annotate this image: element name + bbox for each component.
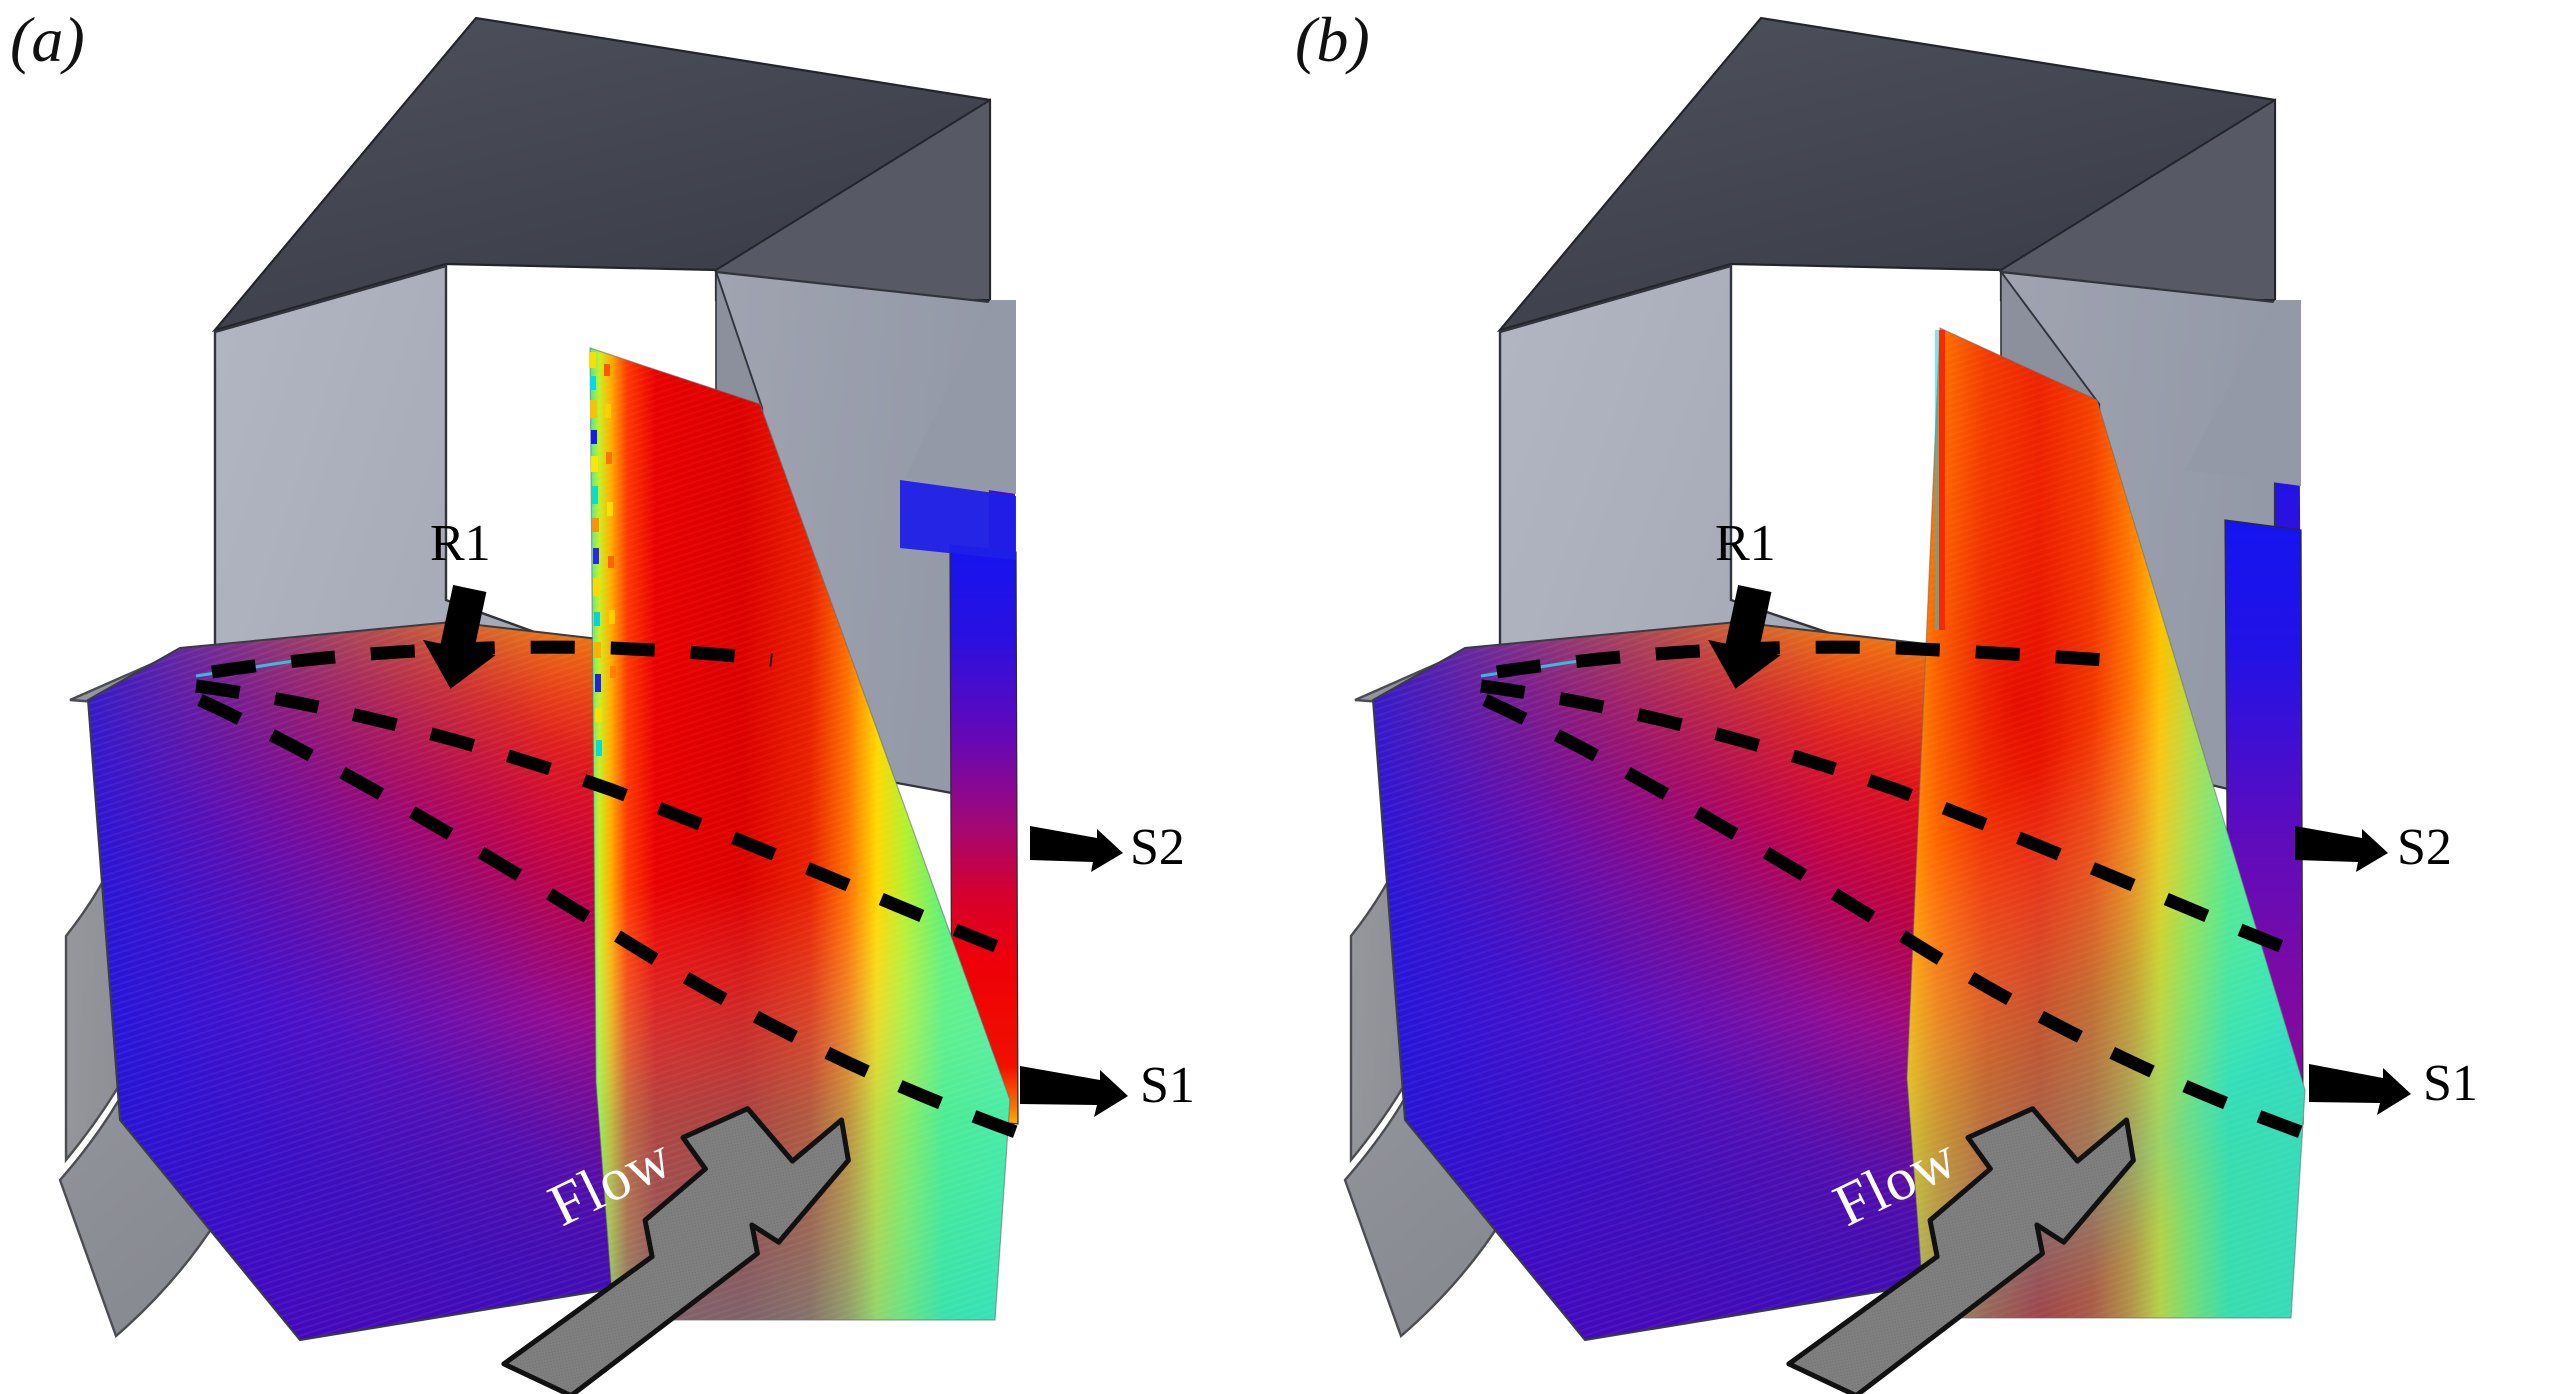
shear-layer-flecks-a [589, 352, 616, 756]
panel-a-label: (a) [10, 4, 85, 75]
dashed-line-r1-a [211, 640, 773, 679]
dashed-line-s2-b [1480, 679, 2298, 959]
r1-arrow-b [1708, 584, 1781, 689]
panel-a-label-r1: R1 [430, 515, 491, 572]
s2-arrow-b [2295, 826, 2388, 872]
flow-arrow-b [1786, 1106, 2136, 1394]
dashed-line-r1-b [1496, 640, 2106, 679]
panel-b-graphic [1285, 0, 2570, 1394]
s1-arrow-a [1020, 1066, 1128, 1117]
panel-b-label: (b) [1295, 4, 1370, 75]
wall-streak-b [1935, 330, 1945, 630]
exit-plane-mask-b [2185, 300, 2301, 486]
flow-arrow-a [501, 1106, 851, 1394]
panel-a-label-s2: S2 [1130, 819, 1185, 876]
dashed-line-s1-a [197, 694, 1019, 1139]
panel-a-label-s1: S1 [1140, 1057, 1195, 1114]
cut-plane-outline-b [1906, 327, 2306, 1319]
s1-arrow-b [2309, 1064, 2411, 1115]
dashed-line-s1-b [1482, 694, 2304, 1139]
panel-a: (a) [10, 4, 1195, 1394]
exit-plane-blue-top-a [900, 480, 1016, 560]
panel-b-label-s1: S1 [2423, 1055, 2478, 1112]
dashed-line-s2-a [195, 679, 1013, 959]
panel-a-graphic [58, 16, 1128, 1394]
panel-b-label-r1: R1 [1715, 515, 1776, 572]
s2-arrow-a [1030, 826, 1123, 872]
exit-plane-mask-a [905, 300, 1016, 494]
r1-arrow-a [423, 584, 496, 689]
cut-plane-outline-a [589, 347, 1011, 1321]
panel-b: (b) [1285, 0, 2570, 1394]
panel-b-label-s2: S2 [2397, 819, 2452, 876]
